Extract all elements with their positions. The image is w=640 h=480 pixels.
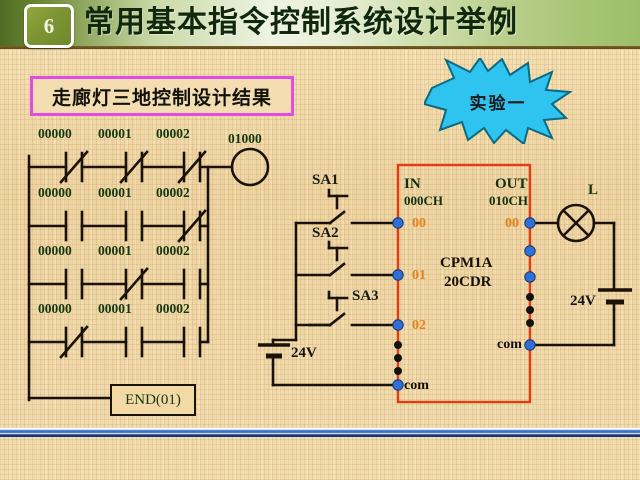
plc-out-common: com bbox=[497, 337, 522, 352]
ladder-addr-r4c1: 00000 bbox=[38, 301, 72, 316]
ladder-addr-r4c3: 00002 bbox=[156, 301, 190, 316]
lamp-label-L: L bbox=[588, 182, 599, 198]
footer-rule bbox=[0, 428, 640, 437]
plc-out-terminal-00: 00 bbox=[505, 216, 519, 231]
switch-label-sa2: SA2 bbox=[312, 225, 339, 241]
end-instruction-label: END(01) bbox=[125, 391, 181, 408]
section-number-badge: 6 bbox=[24, 4, 74, 48]
ladder-coil-label: 01000 bbox=[228, 131, 262, 146]
ladder-addr-r1c3: 00002 bbox=[156, 126, 190, 141]
supply-24v-output bbox=[598, 288, 632, 310]
plc-in-terminal-00: 00 bbox=[412, 216, 426, 231]
lamp-L bbox=[556, 203, 596, 243]
plc-in-terminal-01: 01 bbox=[412, 268, 426, 283]
plc-module-box bbox=[396, 163, 532, 404]
plc-model-line1: CPM1A bbox=[440, 255, 493, 271]
plc-input-channel: 000CH bbox=[404, 193, 443, 208]
plc-model-line2: 20CDR bbox=[444, 274, 492, 290]
ladder-addr-r2c3: 00002 bbox=[156, 185, 190, 200]
supply-label-input-24v: 24V bbox=[291, 345, 317, 361]
page-title: 常用基本指令控制系统设计举例 bbox=[84, 5, 518, 40]
ladder-addr-r2c2: 00001 bbox=[98, 185, 132, 200]
ladder-addr-r3c2: 00001 bbox=[98, 243, 132, 258]
plc-output-terminals bbox=[524, 217, 536, 351]
switch-label-sa1: SA1 bbox=[312, 172, 339, 188]
starburst-shape bbox=[424, 58, 572, 144]
end-instruction-box: END(01) bbox=[110, 384, 196, 416]
result-title-box: 走廊灯三地控制设计结果 bbox=[30, 76, 294, 116]
ladder-addr-r1c1: 00000 bbox=[38, 126, 72, 141]
ladder-addr-r3c1: 00000 bbox=[38, 243, 72, 258]
header-underline bbox=[0, 46, 640, 49]
switch-label-sa3: SA3 bbox=[352, 288, 379, 304]
plc-input-header: IN bbox=[404, 176, 421, 192]
output-coil-01000 bbox=[230, 147, 270, 187]
ladder-addr-r2c1: 00000 bbox=[38, 185, 72, 200]
plc-in-terminal-02: 02 bbox=[412, 318, 426, 333]
plc-output-channel: 010CH bbox=[489, 193, 528, 208]
result-title-text: 走廊灯三地控制设计结果 bbox=[51, 86, 272, 109]
plc-input-terminals bbox=[392, 217, 404, 391]
ladder-addr-r3c3: 00002 bbox=[156, 243, 190, 258]
ladder-addr-r4c2: 00001 bbox=[98, 301, 132, 316]
ladder-addr-r1c2: 00001 bbox=[98, 126, 132, 141]
supply-label-output-24v: 24V bbox=[570, 293, 596, 309]
plc-in-common: com bbox=[404, 378, 429, 393]
supply-24v-input bbox=[258, 343, 290, 365]
plc-output-header: OUT bbox=[495, 176, 528, 192]
